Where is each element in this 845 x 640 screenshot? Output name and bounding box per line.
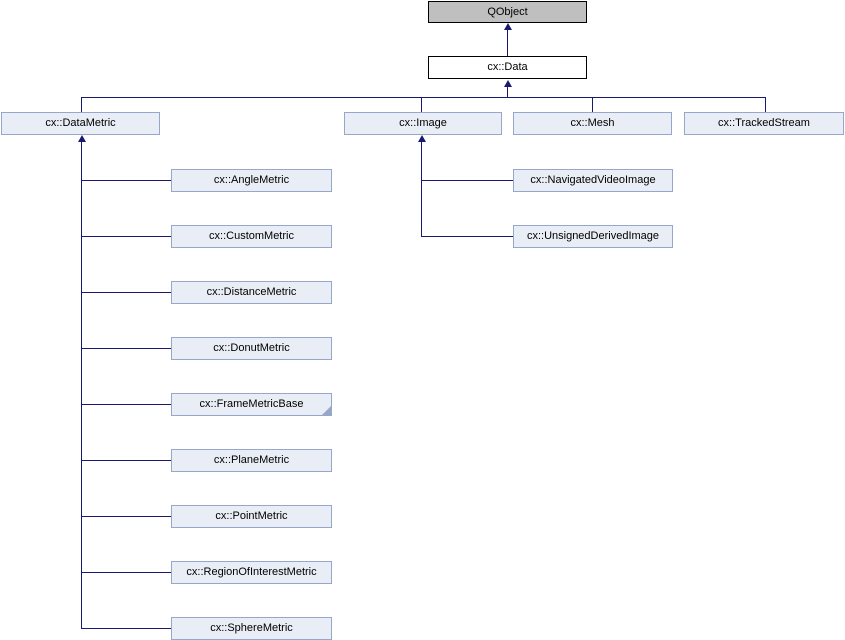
node-cx-distancemetric[interactable]: cx::DistanceMetric — [171, 281, 332, 304]
edge-branch-pointmetric — [81, 516, 171, 517]
node-cx-data-label: cx::Data — [487, 61, 528, 73]
node-cx-data: cx::Data — [428, 56, 587, 79]
edge-branch-navigatedvideoimage — [421, 180, 513, 181]
node-qobject: QObject — [428, 1, 587, 23]
edge-branch-distancemetric — [81, 292, 171, 293]
edge-branch-unsignedderivedimage — [421, 236, 513, 237]
edge-branch-custommetric — [81, 236, 171, 237]
node-cx-navigatedvideoimage[interactable]: cx::NavigatedVideoImage — [513, 169, 673, 192]
node-cx-pointmetric[interactable]: cx::PointMetric — [171, 505, 332, 528]
arrowhead-metrics-to-datametric — [78, 135, 86, 142]
edge-data-stub — [507, 86, 508, 98]
node-cx-planemetric-label: cx::PlaneMetric — [213, 454, 290, 466]
node-cx-spheremetric[interactable]: cx::SphereMetric — [171, 617, 332, 640]
node-cx-distancemetric-label: cx::DistanceMetric — [206, 286, 297, 298]
edge-branch-regionofinterestmetric — [81, 572, 171, 573]
node-cx-framemetricbase-label: cx::FrameMetricBase — [199, 398, 304, 410]
edge-branch-framemetricbase — [81, 404, 171, 405]
edge-trunk-image — [421, 141, 422, 237]
node-cx-planemetric[interactable]: cx::PlaneMetric — [171, 449, 332, 472]
edge-bus-horizontal — [81, 97, 766, 98]
arrowhead-data-to-qobject — [504, 23, 512, 30]
node-cx-unsignedderivedimage[interactable]: cx::UnsignedDerivedImage — [513, 225, 673, 248]
node-cx-mesh[interactable]: cx::Mesh — [513, 112, 672, 135]
node-cx-custommetric-label: cx::CustomMetric — [209, 230, 294, 242]
node-cx-anglemetric[interactable]: cx::AngleMetric — [171, 169, 332, 192]
edge-branch-donutmetric — [81, 348, 171, 349]
node-cx-regionofinterestmetric[interactable]: cx::RegionOfInterestMetric — [171, 561, 332, 584]
node-cx-regionofinterestmetric-label: cx::RegionOfInterestMetric — [186, 566, 317, 578]
node-cx-navigatedvideoimage-label: cx::NavigatedVideoImage — [530, 174, 656, 186]
edge-drop-image — [421, 97, 422, 112]
edge-drop-trackedstream — [765, 97, 766, 112]
node-cx-pointmetric-label: cx::PointMetric — [215, 510, 288, 522]
node-cx-spheremetric-label: cx::SphereMetric — [210, 622, 293, 634]
arrowhead-children-to-data — [504, 80, 512, 87]
node-cx-datametric[interactable]: cx::DataMetric — [1, 112, 160, 135]
node-cx-custommetric[interactable]: cx::CustomMetric — [171, 225, 332, 248]
node-cx-image-label: cx::Image — [399, 117, 447, 129]
edge-data-to-qobject — [507, 29, 508, 56]
node-cx-unsignedderivedimage-label: cx::UnsignedDerivedImage — [526, 230, 660, 242]
truncated-subclasses-fold-icon — [322, 406, 331, 415]
node-cx-donutmetric-label: cx::DonutMetric — [213, 342, 290, 354]
node-cx-mesh-label: cx::Mesh — [570, 117, 615, 129]
node-cx-trackedstream-label: cx::TrackedStream — [718, 117, 810, 129]
node-cx-trackedstream[interactable]: cx::TrackedStream — [684, 112, 844, 135]
edge-branch-spheremetric — [81, 628, 171, 629]
arrowhead-images-to-image — [418, 135, 426, 142]
edge-trunk-datametric — [81, 141, 82, 629]
node-cx-image[interactable]: cx::Image — [344, 112, 502, 135]
edge-drop-datametric — [81, 97, 82, 112]
edge-drop-mesh — [592, 97, 593, 112]
node-cx-framemetricbase[interactable]: cx::FrameMetricBase — [171, 393, 332, 416]
node-cx-donutmetric[interactable]: cx::DonutMetric — [171, 337, 332, 360]
node-cx-datametric-label: cx::DataMetric — [45, 117, 116, 129]
edge-branch-planemetric — [81, 460, 171, 461]
edge-branch-anglemetric — [81, 180, 171, 181]
node-cx-anglemetric-label: cx::AngleMetric — [213, 174, 290, 186]
node-qobject-label: QObject — [487, 5, 528, 18]
